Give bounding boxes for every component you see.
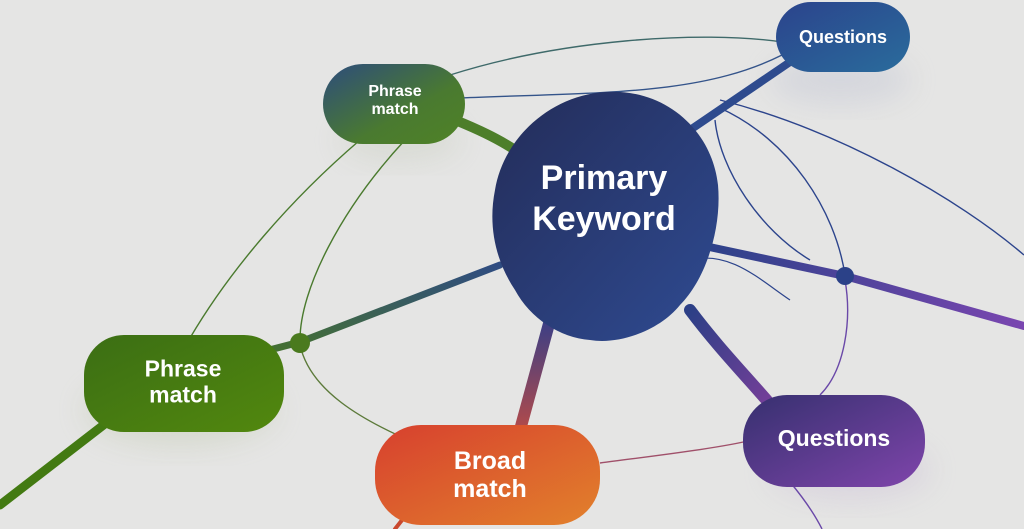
spoke-primary-questions-bottom (684, 304, 781, 416)
edge-phrase-top-left-b (299, 139, 406, 341)
edge-broad-questions (599, 439, 753, 464)
node-primary-keyword[interactable] (492, 91, 719, 341)
spoke-primary-questions-top (686, 58, 794, 134)
junction-dot-left (290, 333, 310, 353)
node-questions-bottom[interactable] (743, 395, 925, 487)
spoke-phrase-left-out (0, 415, 115, 510)
edge-phrase-top-questions-top-2 (459, 54, 783, 99)
edge-arc-down (819, 279, 849, 396)
node-phrase-match-top[interactable] (323, 64, 465, 144)
spoke-phrase-top-primary (450, 115, 520, 155)
spoke-primary-right (696, 241, 1024, 330)
spoke-primary-broad (514, 314, 556, 436)
node-broad-match[interactable] (375, 425, 600, 525)
thin-connectors (189, 36, 1024, 529)
edge-right-long (719, 99, 1024, 256)
node-questions-top[interactable] (776, 2, 910, 72)
junction-dot-right (836, 267, 854, 285)
node-phrase-match-left[interactable] (84, 335, 284, 432)
edge-inner-arc (714, 119, 811, 261)
edge-phrase-top-questions-top (449, 36, 783, 76)
edge-phrase-top-left-a (189, 139, 361, 339)
edge-questions-top-arc (719, 107, 846, 276)
